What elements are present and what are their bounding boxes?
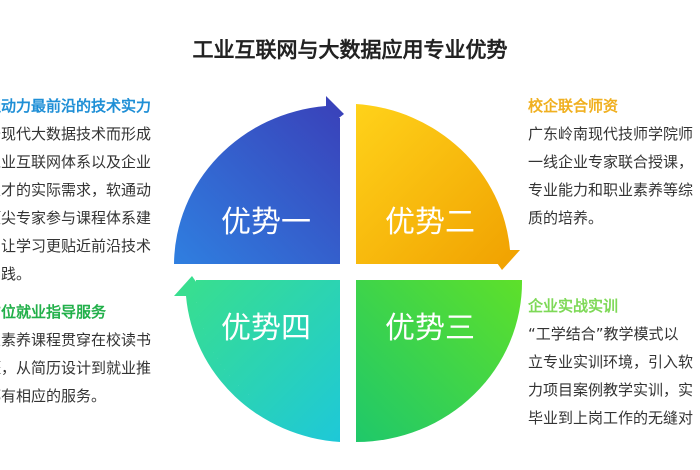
text-block-top-right: 校企联合师资 广东岭南现代技师学院师 一线企业专家联合授课， 专业能力和职业素养… — [528, 92, 693, 232]
block-line: 力项目案例教学实训，实 — [528, 381, 694, 399]
quadrant-2-label: 优势二 — [385, 205, 475, 240]
text-block-bottom-left: 方位就业指导服务 业素养课程贯穿在校读书 涯，从简历设计到就业推 都有相应的服务… — [0, 298, 176, 410]
text-block-top-left: 通动力最前沿的技术实力 于现代大数据技术而形成 工业互联网体系以及企业 人才的实… — [0, 92, 176, 288]
quadrant-2 — [356, 104, 520, 270]
block-line: 专业能力和职业素养等综 — [528, 181, 694, 199]
page-title: 工业互联网与大数据应用专业优势 — [192, 38, 508, 62]
block-line: 质的培养。 — [528, 209, 604, 227]
block-line: “工学结合”教学模式以 — [528, 325, 679, 343]
block-heading: 企业实战实训 — [528, 297, 619, 315]
block-line: 涯，从简历设计到就业推 — [0, 359, 152, 377]
quadrant-3 — [356, 280, 523, 442]
quadrant-4 — [174, 276, 340, 442]
block-line: 一线企业专家联合授课， — [528, 153, 694, 171]
quadrant-4-label: 优势四 — [221, 311, 311, 346]
block-heading: 通动力最前沿的技术实力 — [0, 97, 152, 115]
block-line: 都有相应的服务。 — [0, 387, 107, 405]
block-line: 业素养课程贯穿在校读书 — [0, 331, 152, 349]
block-line: 广东岭南现代技师学院师 — [528, 125, 694, 143]
block-line: 顶尖专家参与课程体系建 — [0, 209, 152, 227]
quadrant-3-label: 优势三 — [385, 311, 475, 346]
text-block-bottom-right: 企业实战实训 “工学结合”教学模式以 立专业实训环境，引入软 力项目案例教学实训… — [528, 292, 693, 432]
block-line: 工业互联网体系以及企业 — [0, 153, 152, 171]
block-line: ，让学习更贴近前沿技术 — [0, 237, 152, 255]
block-line: 立专业实训环境，引入软 — [528, 353, 694, 371]
block-heading: 方位就业指导服务 — [0, 303, 107, 321]
quadrant-1 — [174, 96, 344, 264]
block-line: 于现代大数据技术而形成 — [0, 125, 152, 143]
block-line: 人才的实际需求，软通动 — [0, 181, 152, 199]
block-line: 毕业到上岗工作的无缝对 — [528, 409, 694, 427]
block-line: 实践。 — [0, 265, 32, 283]
quadrant-1-label: 优势一 — [221, 205, 311, 240]
block-heading: 校企联合师资 — [528, 97, 619, 115]
